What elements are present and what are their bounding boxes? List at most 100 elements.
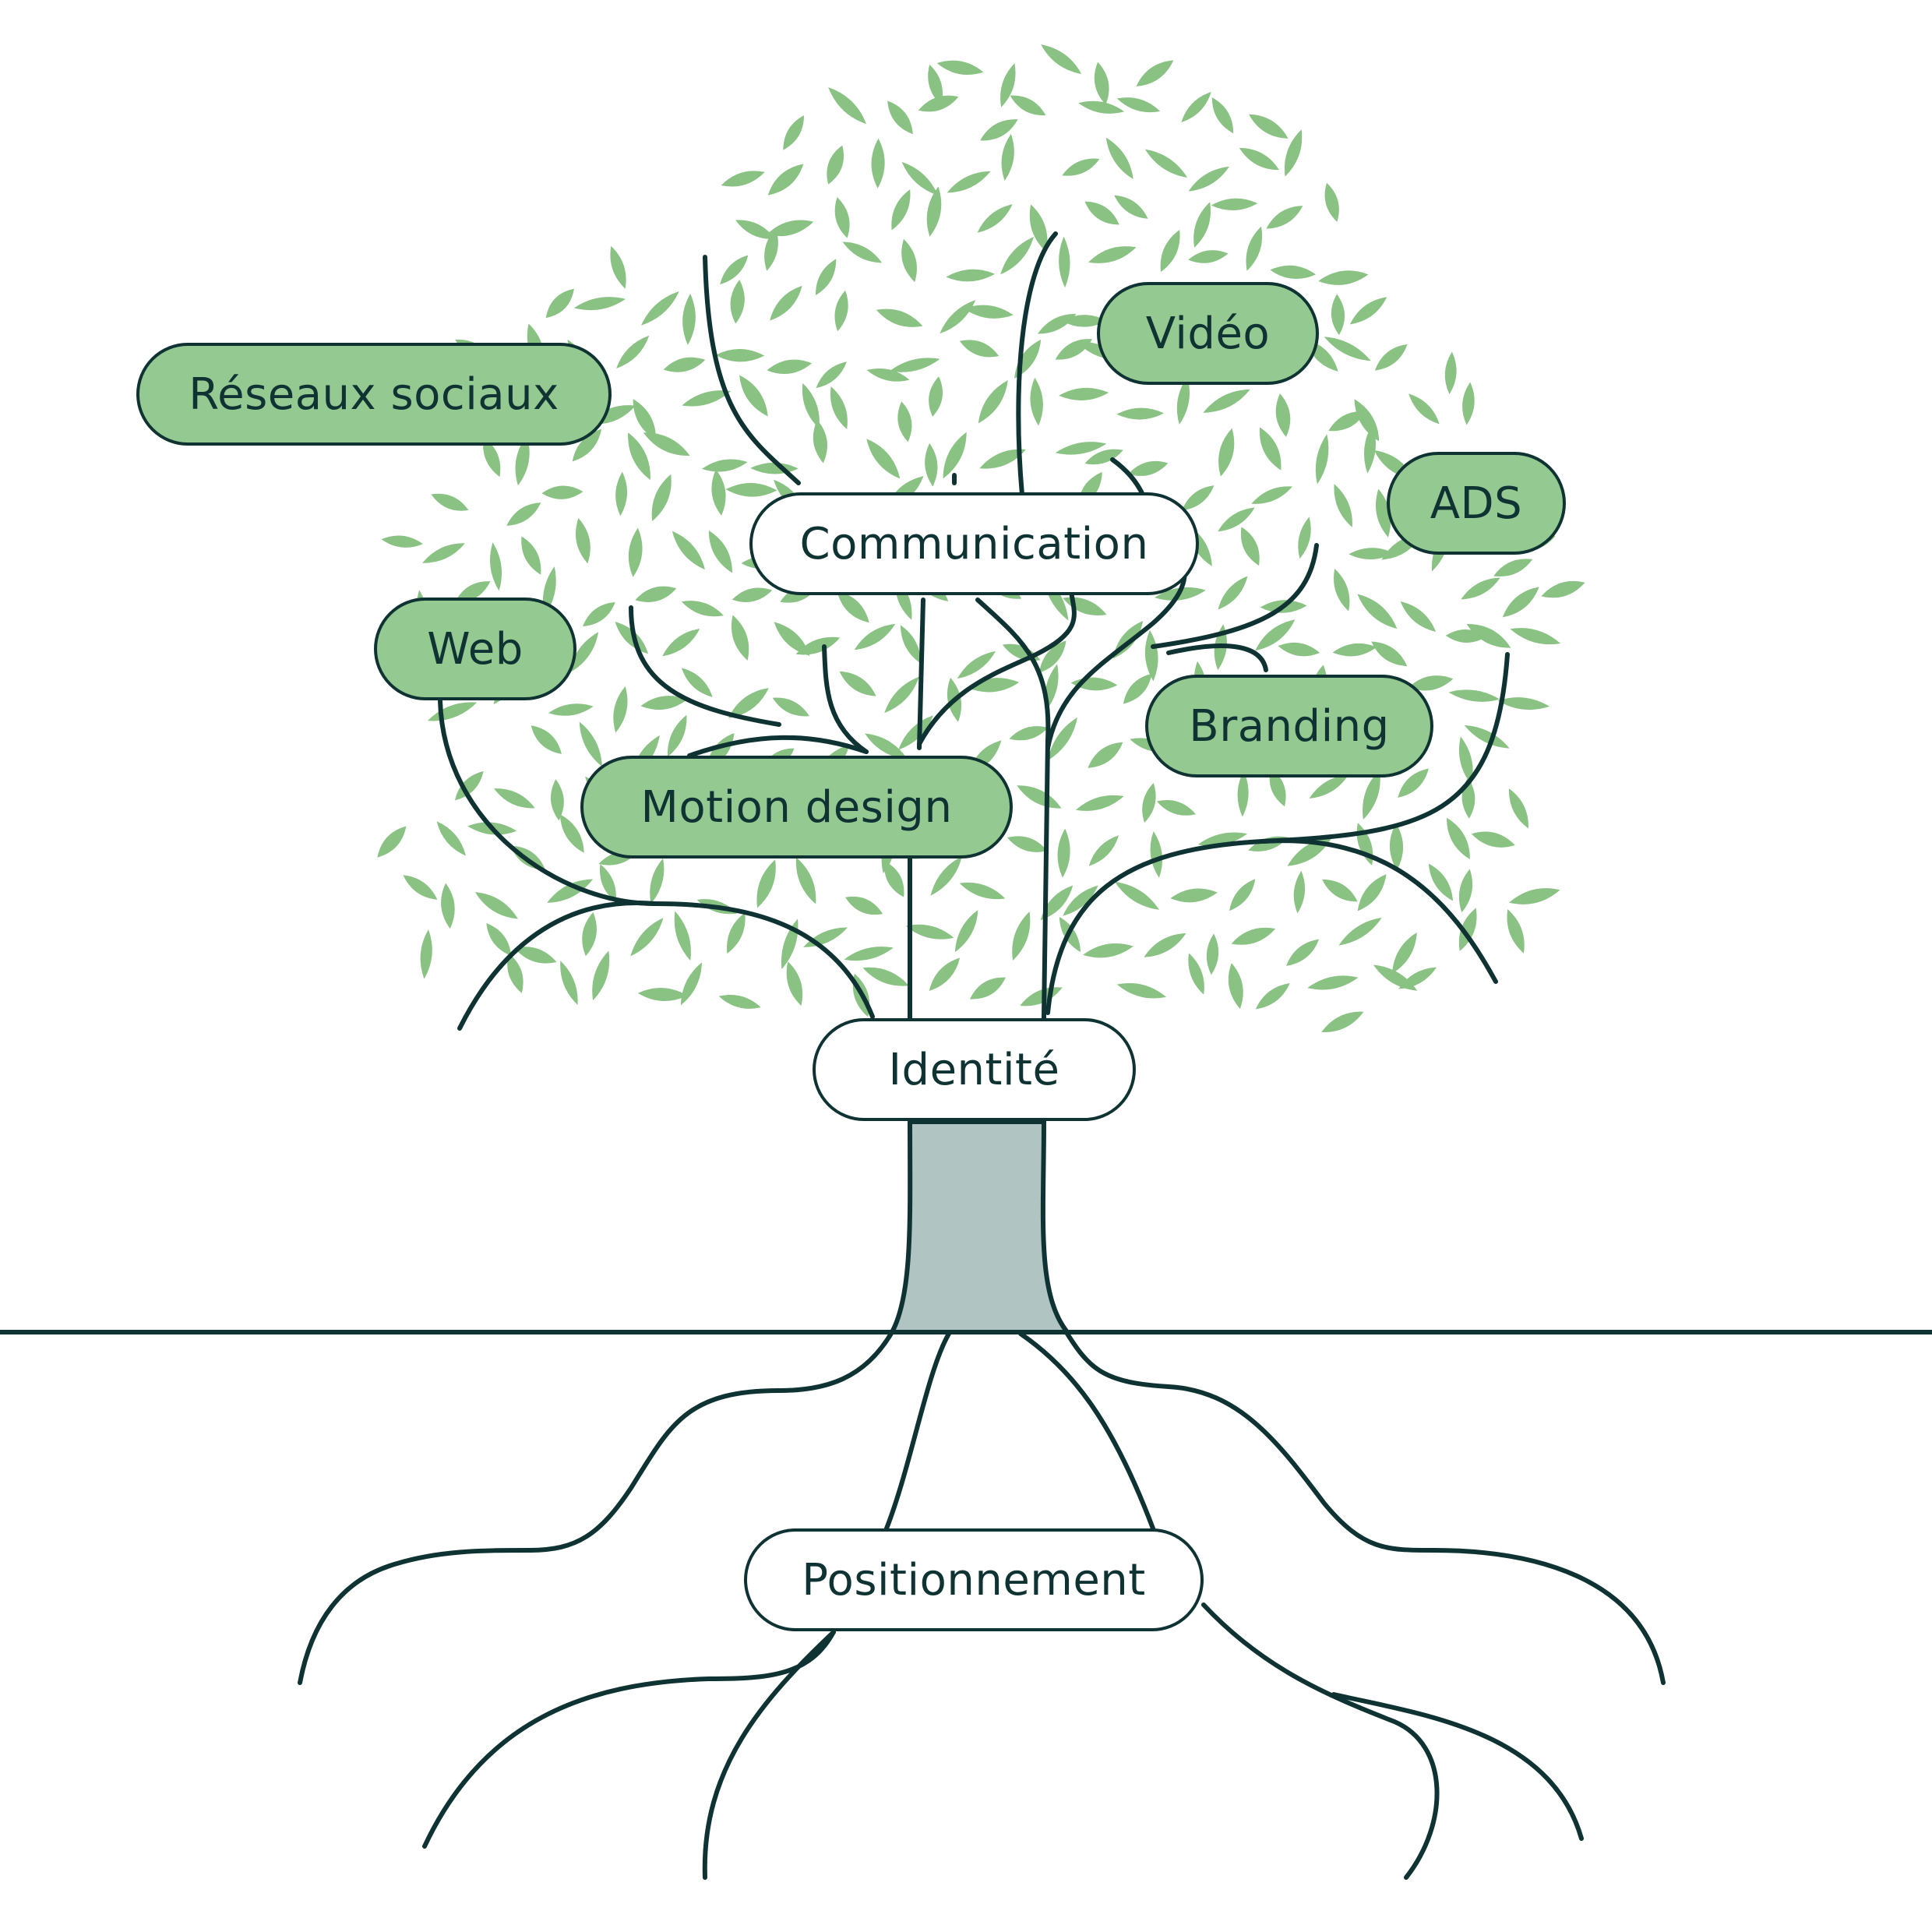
leaf — [1298, 516, 1311, 559]
leaf — [1105, 137, 1133, 180]
leaf — [795, 857, 816, 904]
leaf — [891, 189, 911, 231]
leaf — [1075, 795, 1124, 811]
leaf — [1349, 297, 1387, 325]
leaf — [1390, 823, 1403, 870]
leaf — [610, 245, 626, 289]
leaf — [377, 826, 407, 858]
leaf — [474, 892, 518, 919]
leaf — [845, 896, 883, 915]
leaf — [940, 299, 976, 334]
leaf — [1014, 339, 1042, 379]
foliage — [377, 44, 1585, 1032]
leaf — [560, 961, 578, 1006]
leaf — [1461, 577, 1500, 600]
leaf — [1114, 881, 1160, 910]
leaf — [1459, 736, 1473, 785]
leaf — [650, 858, 665, 904]
leaf — [813, 419, 827, 464]
leaf — [1156, 800, 1196, 816]
leaf — [1371, 641, 1408, 667]
leaf — [592, 950, 610, 1001]
leaf — [897, 401, 912, 442]
leaf — [1055, 442, 1107, 455]
label-positionnement: Positionnement — [744, 1528, 1204, 1631]
leaf — [1029, 204, 1048, 252]
leaf — [1239, 147, 1279, 171]
leaf — [1088, 246, 1137, 263]
leaf — [582, 911, 597, 957]
leaf — [1324, 182, 1339, 222]
leaf — [1009, 726, 1049, 741]
leaf — [918, 95, 959, 112]
label-motion-design: Motion design — [580, 756, 1013, 858]
label-ads-text: ADS — [1430, 478, 1523, 529]
leaf — [701, 459, 748, 472]
leaf — [583, 601, 615, 627]
leaf — [1275, 393, 1291, 437]
label-identite-text: Identité — [888, 1044, 1060, 1095]
label-web-text: Web — [427, 623, 524, 675]
leaf — [1309, 774, 1349, 799]
leaf — [1203, 389, 1250, 413]
leaf — [1509, 788, 1528, 829]
leaf — [541, 485, 583, 499]
leaf — [830, 386, 848, 430]
leaf — [1123, 673, 1152, 704]
leaf — [441, 883, 455, 929]
leaf — [1020, 987, 1063, 1007]
leaf — [573, 297, 626, 311]
leaf — [1007, 836, 1048, 852]
leaf — [735, 220, 775, 239]
leaf — [728, 688, 769, 718]
leaf — [515, 435, 530, 486]
leaf — [651, 474, 672, 522]
leaf — [1083, 943, 1133, 958]
leaf — [1170, 888, 1218, 903]
leaf — [1017, 785, 1062, 809]
leaf — [1231, 927, 1276, 945]
leaf — [1040, 885, 1074, 921]
leaf — [898, 715, 934, 750]
label-ads: ADS — [1387, 452, 1566, 555]
leaf — [767, 220, 814, 237]
leaf — [1364, 424, 1376, 474]
leaf — [718, 994, 761, 1009]
leaf — [1059, 236, 1070, 288]
leaf — [959, 340, 999, 358]
leaf — [662, 628, 700, 657]
leaf — [1088, 835, 1119, 866]
leaf — [1150, 830, 1163, 878]
leaf — [1249, 114, 1289, 139]
label-branding: Branding — [1145, 675, 1433, 777]
leaf — [1269, 768, 1286, 807]
leaf — [980, 119, 1018, 141]
leaf — [1509, 888, 1560, 904]
leaf — [866, 439, 901, 479]
leaf — [1237, 770, 1249, 817]
leaf — [454, 770, 484, 801]
leaf — [1218, 428, 1235, 477]
leaf — [802, 383, 820, 429]
leaf — [947, 171, 991, 193]
leaf — [1398, 967, 1437, 989]
leaf — [1331, 294, 1345, 336]
leaf — [739, 375, 768, 417]
leaf — [1160, 230, 1180, 273]
leaf — [1246, 226, 1263, 271]
leaf — [682, 293, 696, 345]
leaf — [905, 924, 954, 940]
leaf — [730, 280, 745, 324]
leaf — [876, 308, 923, 327]
leaf — [551, 779, 564, 821]
leaf — [635, 586, 677, 602]
leaf — [494, 788, 535, 809]
leaf — [1012, 911, 1031, 961]
label-communication-text: Communication — [799, 518, 1149, 569]
leaf — [668, 714, 687, 757]
label-reseaux-sociaux: Réseaux sociaux — [136, 343, 612, 446]
leaf — [521, 536, 541, 575]
leaf — [1206, 933, 1219, 975]
label-reseaux-sociaux-text: Réseaux sociaux — [189, 368, 559, 420]
